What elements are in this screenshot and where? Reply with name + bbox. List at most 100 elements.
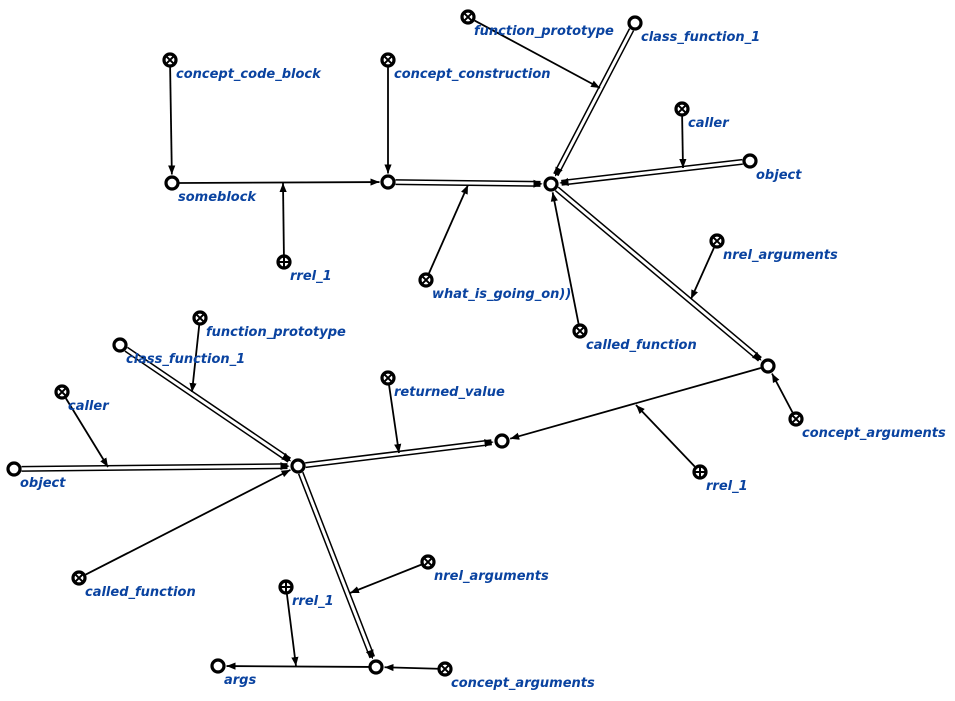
arrowhead-icon [281,452,291,462]
membership-arc[interactable] [690,247,715,300]
common-arc[interactable] [554,186,762,362]
arrowhead-icon [559,178,569,186]
circle-cross-icon [460,9,476,25]
arrowhead-icon [280,462,290,471]
sc-node-args[interactable]: args [210,658,256,688]
membership-arc[interactable] [771,373,794,413]
common-arc[interactable] [553,28,635,177]
sc-node-nrel-arguments[interactable]: nrel_arguments [420,554,549,584]
sc-node-caller[interactable]: caller [674,101,730,131]
sc-node-rrel-1[interactable]: rrel_1 [278,579,334,609]
sc-node-object[interactable]: object [742,153,802,183]
membership-arc[interactable] [226,662,369,670]
sc-node-concept-code-block[interactable]: concept_code_block [162,52,322,82]
circle-cross-icon [192,310,208,326]
sc-node-caller[interactable]: caller [54,384,110,414]
sc-node-unnamed[interactable] [494,433,510,449]
sc-node-what-is-going-on[interactable]: what_is_going_on)) [418,272,571,302]
node-label: concept_code_block [176,67,322,82]
sc-node-concept-construction[interactable]: concept_construction [380,52,551,82]
membership-arc[interactable] [635,404,696,468]
circle-node-icon [164,175,180,191]
membership-arc[interactable] [384,663,438,672]
membership-arc[interactable] [65,397,109,468]
arrowhead-icon [752,351,762,361]
node-label: object [756,168,802,183]
circle-cross-icon [71,570,87,586]
sc-node-unnamed[interactable] [543,176,559,192]
sc-node-unnamed[interactable] [290,458,306,474]
node-label: caller [688,116,730,131]
sc-node-called-function[interactable]: called_function [71,570,196,600]
membership-arc[interactable] [168,67,176,175]
sc-node-rrel-1[interactable]: rrel_1 [692,464,748,494]
circle-cross-icon [788,411,804,427]
node-label: rrel_1 [706,479,748,494]
node-label: concept_arguments [802,426,946,441]
node-label: object [20,476,66,491]
circle-cross-icon [418,272,434,288]
sc-node-someblock[interactable]: someblock [164,175,257,205]
sc-node-returned-value[interactable]: returned_value [380,370,505,400]
sc-node-class-function-1[interactable]: class_function_1 [112,337,245,367]
node-label: what_is_going_on)) [432,287,571,302]
circle-node-icon [494,433,510,449]
membership-arc[interactable] [550,192,580,324]
membership-arc[interactable] [474,19,601,89]
sc-node-concept-arguments[interactable]: concept_arguments [788,411,946,441]
circle-cross-icon [420,554,436,570]
node-label: class_function_1 [126,352,245,367]
membership-arc[interactable] [428,184,469,274]
membership-arc[interactable] [189,325,201,393]
sc-node-nrel-arguments[interactable]: nrel_arguments [709,233,838,263]
circle-cross-icon [380,52,396,68]
circle-cross-icon [437,661,453,677]
common-arc[interactable] [21,462,290,472]
sc-node-unnamed[interactable] [368,659,384,675]
membership-arc[interactable] [286,594,299,667]
arrowhead-icon [533,179,543,188]
node-label: class_function_1 [641,30,760,45]
common-arc[interactable] [395,179,543,188]
node-label: function_prototype [474,24,614,39]
circle-node-icon [6,461,22,477]
sc-node-function-prototype[interactable]: function_prototype [192,310,346,340]
node-label: called_function [85,585,196,600]
common-arc[interactable] [297,471,375,660]
membership-arc[interactable] [85,469,291,576]
sc-node-unnamed[interactable] [760,358,776,374]
sc-node-object[interactable]: object [6,461,66,491]
sc-node-concept-arguments[interactable]: concept_arguments [437,661,595,691]
node-label: returned_value [394,385,505,400]
membership-arc[interactable] [349,563,422,594]
circle-cross-icon [162,52,178,68]
circle-cross-icon [572,323,588,339]
sc-node-unnamed[interactable] [380,174,396,190]
circle-node-icon [290,458,306,474]
membership-arc[interactable] [509,367,762,440]
sc-node-called-function[interactable]: called_function [572,323,697,353]
node-label: rrel_1 [290,269,332,284]
sc-node-class-function-1[interactable]: class_function_1 [627,15,760,45]
sc-node-rrel-1[interactable]: rrel_1 [276,254,332,284]
membership-arc[interactable] [388,385,402,454]
node-label: args [224,673,256,688]
common-arc[interactable] [124,346,292,463]
edges-layer [21,19,794,672]
common-arc[interactable] [559,158,743,186]
arrowhead-icon [365,649,374,660]
node-label: someblock [178,190,257,205]
circle-node-icon [368,659,384,675]
common-arc[interactable] [305,439,494,469]
circle-node-icon [380,174,396,190]
circle-node-icon [742,153,758,169]
sc-node-function-prototype[interactable]: function_prototype [460,9,614,39]
node-label: concept_construction [394,67,551,82]
membership-arc[interactable] [279,182,287,255]
membership-arc[interactable] [679,116,687,169]
circle-plus-icon [276,254,292,270]
node-label: rrel_1 [292,594,334,609]
membership-arc[interactable] [179,178,380,186]
node-label: called_function [586,338,697,353]
